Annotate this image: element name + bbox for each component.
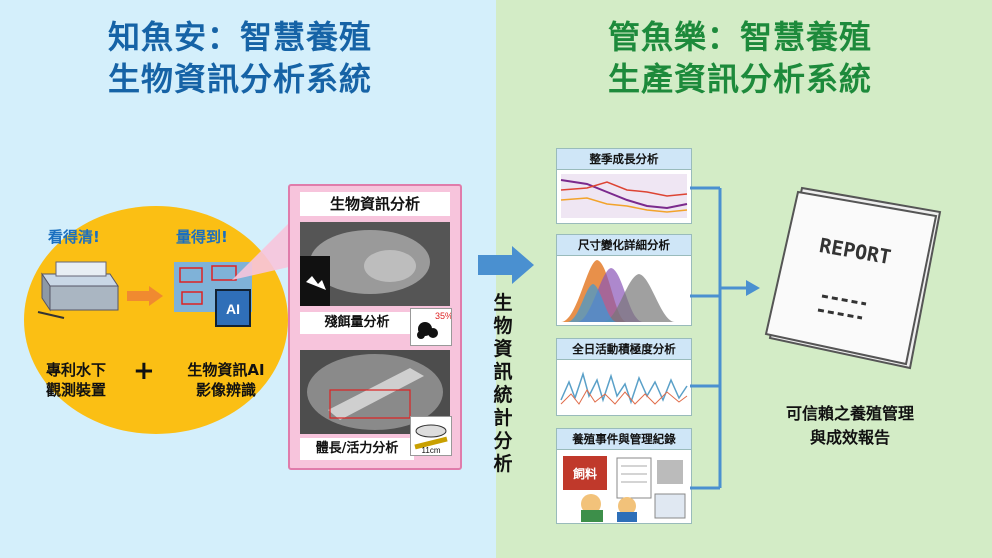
- underwater-device-icon: [37, 261, 119, 319]
- left-title-line1: 知魚安：智慧養殖: [107, 18, 372, 56]
- fish-length-value: 11cm: [422, 446, 441, 455]
- plus-sign: +: [133, 356, 155, 386]
- residual-feed-photo: [300, 222, 450, 306]
- residual-feed-label: 殘餌量分析: [300, 312, 414, 334]
- activity-title: 全日活動積極度分析: [557, 339, 691, 360]
- growth-analysis-card: 整季成長分析: [556, 148, 692, 224]
- stats-analysis-label: 生物資訊統計分析: [493, 292, 513, 475]
- ai-label-line1: 生物資訊AI: [187, 361, 265, 379]
- panel-title: 生物資訊分析: [300, 192, 450, 216]
- right-arrow-icon: [127, 286, 163, 306]
- report-label-line2: 與成效報告: [809, 428, 890, 447]
- ai-chip-label: AI: [226, 301, 240, 317]
- measure-label: 量得到!: [176, 228, 228, 246]
- residual-percent: 35%: [435, 311, 451, 321]
- growth-analysis-title: 整季成長分析: [557, 149, 691, 170]
- activity-card: 全日活動積極度分析: [556, 338, 692, 416]
- right-title-line2: 生產資訊分析系統: [607, 60, 872, 98]
- size-change-title: 尺寸變化詳細分析: [557, 235, 691, 256]
- residual-feed-thumbnail: 35%: [410, 308, 453, 346]
- report-label-line1: 可信賴之養殖管理: [785, 404, 914, 423]
- ai-label-line2: 影像辨識: [195, 381, 256, 399]
- callout-pointer: [232, 224, 302, 280]
- ai-label: 生物資訊AI 影像辨識: [164, 360, 288, 400]
- merge-bracket-arrow: [690, 186, 760, 490]
- feed-sign-label: 飼料: [572, 466, 597, 481]
- body-length-label: 體長/活力分析: [300, 438, 414, 460]
- right-title: 管魚樂：智慧養殖 生產資訊分析系統: [520, 16, 960, 100]
- device-label: 專利水下 觀測裝置: [28, 360, 124, 400]
- device-label-line1: 專利水下: [45, 361, 106, 379]
- see-clearly-label: 看得清!: [48, 228, 100, 246]
- left-title: 知魚安：智慧養殖 生物資訊分析系統: [40, 16, 440, 100]
- events-card: 養殖事件與管理紀錄 飼料: [556, 428, 692, 524]
- ai-recognition-icon: AI: [174, 262, 252, 327]
- fish-ruler-thumbnail: 11cm: [410, 416, 452, 456]
- right-title-line1: 管魚樂：智慧養殖: [607, 18, 872, 56]
- report-document-icon: REPORT: [764, 186, 942, 370]
- report-label: 可信賴之養殖管理 與成效報告: [740, 402, 960, 450]
- device-label-line2: 觀測裝置: [45, 381, 106, 399]
- bio-analysis-panel: 生物資訊分析 殘餌量分析 35% 體長/活力分析 11cm: [288, 184, 462, 470]
- events-title: 養殖事件與管理紀錄: [557, 429, 691, 450]
- left-title-line2: 生物資訊分析系統: [107, 60, 372, 98]
- size-change-card: 尺寸變化詳細分析: [556, 234, 692, 326]
- flow-arrow-icon: [478, 246, 534, 284]
